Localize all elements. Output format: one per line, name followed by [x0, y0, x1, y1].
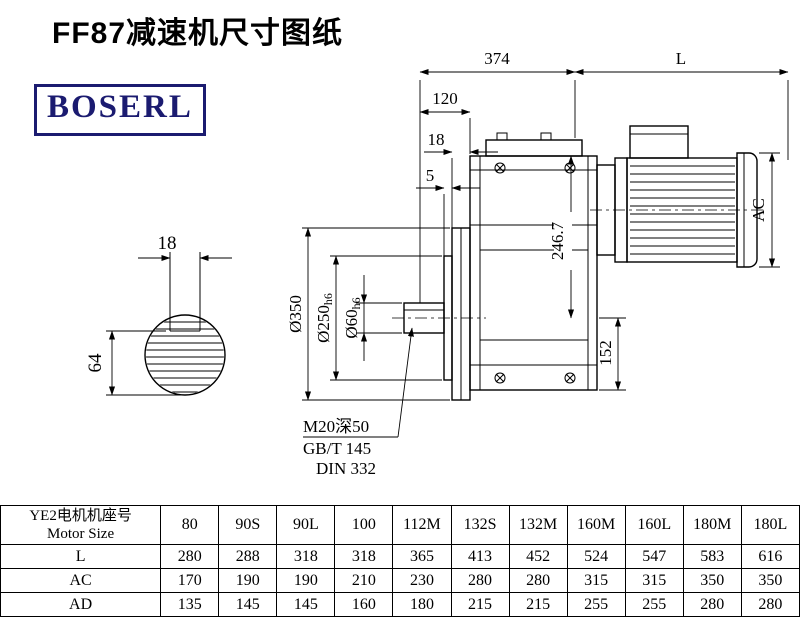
table-cell: 180: [392, 592, 452, 617]
motor-size-header: YE2电机机座号 Motor Size: [0, 505, 162, 545]
motor-size-table: YE2电机机座号 Motor Size 80 90S 90L 100 112M …: [0, 505, 800, 617]
col-header: 80: [160, 505, 220, 545]
shaft-height-label: 64: [85, 353, 106, 373]
row-label: L: [0, 544, 162, 569]
table-cell: 547: [624, 544, 684, 569]
table-cell: 583: [682, 544, 742, 569]
table-cell: 350: [682, 568, 742, 593]
table-cell: 318: [334, 544, 394, 569]
table-cell: 190: [276, 568, 336, 593]
table-cell: 288: [218, 544, 278, 569]
table-row: AD 135 145 145 160 180 215 215 255 255 2…: [0, 592, 800, 617]
col-header: 112M: [392, 505, 452, 545]
table-cell: 365: [392, 544, 452, 569]
dimensions: 374 L 120 18 5 AC 246.7 152: [286, 49, 789, 401]
dim-AC-label: AC: [749, 198, 768, 222]
brand-logo-text: BOSERL: [47, 89, 193, 125]
table-cell: 350: [740, 568, 800, 593]
col-header: 90S: [218, 505, 278, 545]
technical-drawing: 18 64: [85, 49, 789, 478]
table-cell: 280: [508, 568, 568, 593]
table-cell: 524: [566, 544, 626, 569]
table-cell: 280: [682, 592, 742, 617]
table-cell: 255: [624, 592, 684, 617]
table-cell: 215: [508, 592, 568, 617]
dim-spigot-dia-label: Ø250h6: [314, 293, 335, 343]
table-cell: 145: [218, 592, 278, 617]
table-cell: 210: [334, 568, 394, 593]
motor-size-header-en: Motor Size: [47, 526, 115, 542]
note-thread: M20深50: [303, 417, 369, 436]
dim-flange-dia-label: Ø350: [286, 295, 305, 333]
table-cell: 190: [218, 568, 278, 593]
table-cell: 280: [160, 544, 220, 569]
table-cell: 315: [566, 568, 626, 593]
table-cell: 230: [392, 568, 452, 593]
dim-18-label: 18: [428, 130, 445, 149]
shaft-end-view: 18 64: [85, 233, 232, 396]
motor: [590, 125, 766, 268]
row-label: AC: [0, 568, 162, 593]
col-header: 132M: [508, 505, 568, 545]
dim-L-label: L: [676, 49, 686, 68]
note-gb-standard: GB/T 145: [303, 439, 371, 458]
table-cell: 145: [276, 592, 336, 617]
brand-logo: BOSERL: [34, 84, 206, 136]
terminal-box: [629, 125, 689, 159]
table-header-row: YE2电机机座号 Motor Size 80 90S 90L 100 112M …: [0, 505, 800, 545]
table-cell: 452: [508, 544, 568, 569]
table-cell: 255: [566, 592, 626, 617]
col-header: 180L: [740, 505, 800, 545]
col-header: 132S: [450, 505, 510, 545]
shaft-key-width-label: 18: [158, 233, 177, 254]
note-din-standard: DIN 332: [316, 459, 376, 478]
table-cell: 413: [450, 544, 510, 569]
table-row: L 280 288 318 318 365 413 452 524 547 58…: [0, 544, 800, 569]
table-cell: 616: [740, 544, 800, 569]
table-cell: 280: [740, 592, 800, 617]
col-header: 160M: [566, 505, 626, 545]
table-cell: 215: [450, 592, 510, 617]
dim-152-label: 152: [596, 340, 615, 366]
table-cell: 135: [160, 592, 220, 617]
table-cell: 160: [334, 592, 394, 617]
dim-5-label: 5: [426, 166, 435, 185]
table-cell: 280: [450, 568, 510, 593]
col-header: 90L: [276, 505, 336, 545]
row-label: AD: [0, 592, 162, 617]
dim-246-label: 246.7: [548, 221, 567, 260]
dim-120-label: 120: [432, 89, 458, 108]
table-cell: 315: [624, 568, 684, 593]
gearbox-side-view: [392, 125, 766, 401]
col-header: 160L: [624, 505, 684, 545]
motor-size-header-cn: YE2电机机座号: [29, 508, 132, 524]
page-title: FF87减速机尺寸图纸: [52, 17, 344, 50]
col-header: 180M: [682, 505, 742, 545]
dim-shaft-dia-label: Ø60h6: [342, 297, 363, 338]
table-row: AC 170 190 190 210 230 280 280 315 315 3…: [0, 568, 800, 593]
thread-notes: M20深50 GB/T 145 DIN 332: [303, 327, 414, 478]
dim-374-label: 374: [484, 49, 510, 68]
table-cell: 318: [276, 544, 336, 569]
col-header: 100: [334, 505, 394, 545]
table-cell: 170: [160, 568, 220, 593]
